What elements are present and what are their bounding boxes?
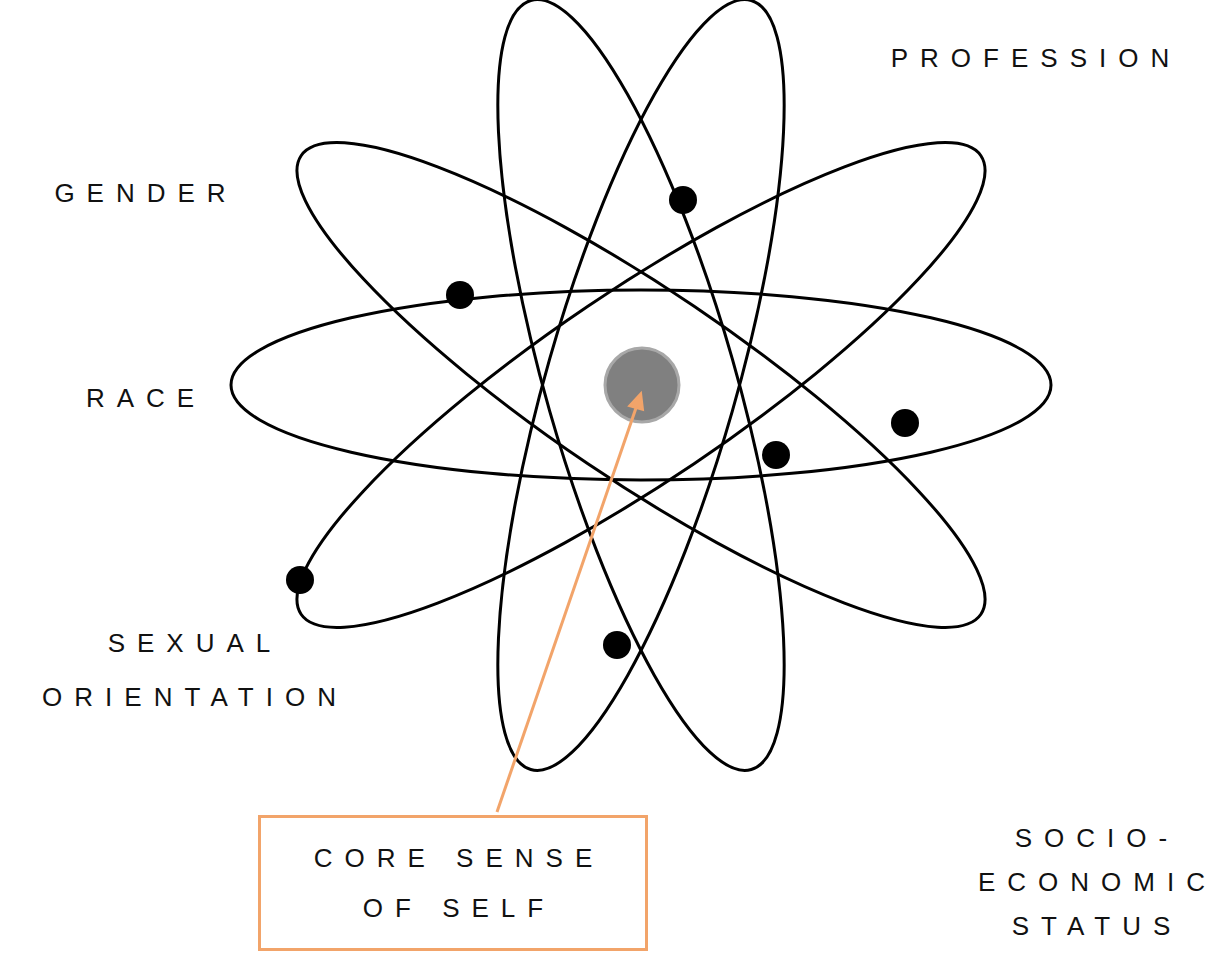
category-label: SOCIO- ECONOMIC STATUS (966, 816, 1216, 948)
leader-arrow (497, 408, 636, 812)
orbit (439, 0, 842, 796)
electron-dot (762, 441, 790, 469)
category-label: SEXUAL ORIENTATION (4, 616, 374, 724)
electron-dot (603, 631, 631, 659)
electron-dot (286, 566, 314, 594)
electron-dot (891, 409, 919, 437)
box-text: CORE SENSE OF SELF (291, 833, 615, 933)
nucleus (605, 348, 679, 422)
orbit (231, 290, 1051, 480)
category-label: PROFESSION (850, 38, 1210, 78)
orbit (248, 77, 1034, 693)
orbit (248, 77, 1034, 693)
category-label: RACE (60, 378, 220, 418)
category-label: GENDER (30, 173, 250, 213)
callout-box: CORE SENSE OF SELF (258, 815, 648, 951)
orbit (439, 0, 842, 796)
electron-dot (669, 186, 697, 214)
electron-dot (446, 281, 474, 309)
arrow-head (629, 393, 643, 410)
